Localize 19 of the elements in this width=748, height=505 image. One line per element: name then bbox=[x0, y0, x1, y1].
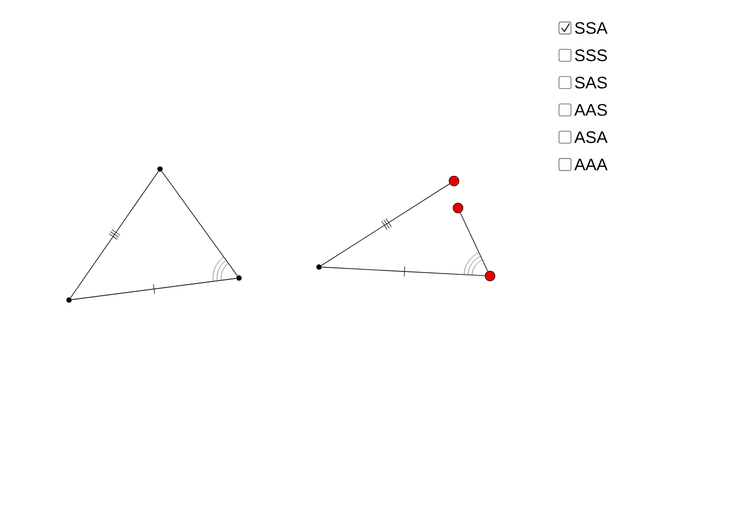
point bbox=[236, 275, 242, 281]
point bbox=[448, 176, 460, 186]
line-segment bbox=[322, 266, 486, 276]
line-segment bbox=[72, 278, 236, 300]
point bbox=[157, 166, 163, 172]
checkbox: SAS bbox=[558, 76, 607, 89]
checkbox: AAS bbox=[558, 104, 607, 116]
checkbox: SSS bbox=[558, 48, 607, 62]
line-segment bbox=[161, 171, 238, 276]
point bbox=[66, 297, 72, 303]
checkbox: AAA bbox=[558, 158, 608, 171]
line-segment bbox=[321, 184, 450, 266]
point bbox=[316, 264, 322, 270]
point bbox=[452, 202, 464, 214]
point bbox=[484, 270, 496, 282]
checkbox: SSA bbox=[558, 22, 608, 34]
checkbox: ASA bbox=[558, 130, 608, 144]
line-segment bbox=[70, 171, 159, 298]
line-segment bbox=[460, 212, 488, 272]
